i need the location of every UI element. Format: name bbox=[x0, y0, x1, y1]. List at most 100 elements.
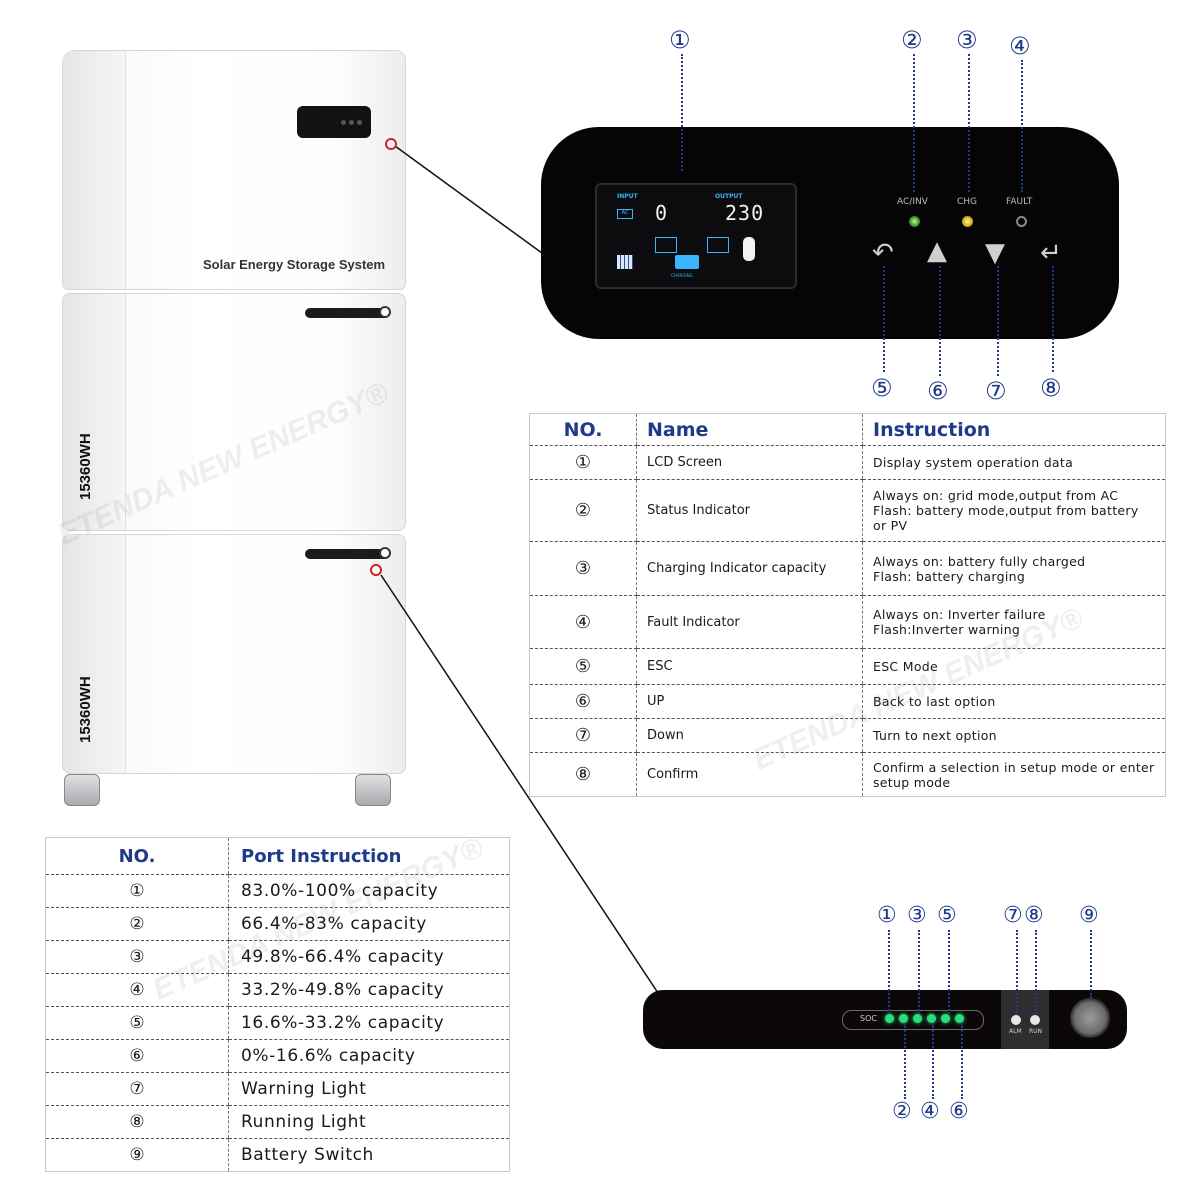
callout-3: ③ bbox=[956, 26, 978, 54]
callout-leader bbox=[1052, 266, 1054, 372]
table-header-row: NO. Port Instruction bbox=[45, 837, 510, 875]
callout-leader bbox=[883, 266, 885, 372]
row-instruction: Back to last option bbox=[862, 684, 1166, 719]
soc-led bbox=[955, 1014, 964, 1023]
table-row: ③ Charging Indicator capacity Always on:… bbox=[529, 541, 1166, 596]
callout-1: ① bbox=[669, 26, 691, 54]
callout-6: ⑥ bbox=[949, 1099, 969, 1124]
callout-5: ⑤ bbox=[871, 374, 893, 402]
row-no: ④ bbox=[529, 595, 637, 649]
callout-6: ⑥ bbox=[927, 377, 949, 405]
row-name: Confirm bbox=[636, 752, 863, 797]
row-no: ⑤ bbox=[45, 1006, 229, 1040]
chg-led bbox=[962, 216, 973, 227]
table-row: ④ Fault Indicator Always on: Inverter fa… bbox=[529, 595, 1166, 649]
callout-7: ⑦ bbox=[985, 377, 1007, 405]
row-no: ⑥ bbox=[529, 684, 637, 719]
row-no: ⑦ bbox=[45, 1072, 229, 1106]
callout-2: ② bbox=[901, 26, 923, 54]
lcd-output-label: OUTPUT bbox=[715, 193, 743, 200]
col-instruction: Instruction bbox=[862, 413, 1166, 446]
battery-switch-button[interactable] bbox=[1070, 998, 1110, 1038]
chg-label: CHG bbox=[957, 197, 978, 207]
callout-leader bbox=[1090, 930, 1092, 998]
row-no: ⑨ bbox=[129, 1145, 145, 1165]
callout-8: ⑧ bbox=[1040, 374, 1062, 402]
table-row: ① LCD Screen Display system operation da… bbox=[529, 445, 1166, 480]
lcd-input-label: INPUT bbox=[617, 193, 638, 200]
row-name: Status Indicator bbox=[636, 479, 863, 542]
table-row: ⑧ Confirm Confirm a selection in setup m… bbox=[530, 752, 1166, 797]
inverter-icon bbox=[707, 237, 729, 253]
confirm-button[interactable]: ↵ bbox=[1040, 238, 1062, 268]
solar-panel-icon bbox=[617, 255, 633, 269]
row-name: Fault Indicator bbox=[636, 595, 863, 649]
row-text: 16.6%-33.2% capacity bbox=[228, 1006, 510, 1040]
battery-icon bbox=[675, 255, 699, 269]
row-no: ① bbox=[529, 445, 637, 480]
callout-leader bbox=[888, 930, 890, 1014]
table-header-row: NO. Name Instruction bbox=[529, 413, 1166, 446]
row-instruction: Always on: battery fully charged Flash: … bbox=[862, 541, 1166, 596]
callout-1: ① bbox=[877, 903, 897, 928]
row-no: ⑤ bbox=[529, 648, 637, 685]
row-text: 33.2%-49.8% capacity bbox=[228, 973, 510, 1007]
cabinet-edge bbox=[63, 294, 126, 530]
soc-led bbox=[899, 1014, 908, 1023]
ac-inv-label: AC/INV bbox=[897, 197, 928, 207]
row-text: 0%-16.6% capacity bbox=[228, 1039, 510, 1073]
row-text: Running Light bbox=[228, 1105, 510, 1139]
callout-5: ⑤ bbox=[937, 903, 957, 928]
row-no: ⑧ bbox=[45, 1105, 229, 1139]
callout-leader bbox=[918, 930, 920, 1014]
row-instruction: Display system operation data bbox=[862, 445, 1166, 480]
cabinet-battery-module-1: 15360WH bbox=[62, 293, 406, 531]
callout-4: ④ bbox=[920, 1099, 940, 1124]
fault-label: FAULT bbox=[1006, 197, 1033, 207]
panel-instruction-table: NO. Name Instruction ① LCD Screen Displa… bbox=[529, 413, 1166, 797]
row-no: ④ bbox=[45, 973, 229, 1007]
soc-led bbox=[941, 1014, 950, 1023]
row-instruction: Always on: Inverter failure Flash:Invert… bbox=[862, 595, 1166, 649]
col-port-instruction: Port Instruction bbox=[228, 837, 510, 875]
row-no: ② bbox=[529, 479, 637, 542]
row-text: 83.0%-100% capacity bbox=[228, 874, 510, 908]
soc-led bbox=[927, 1014, 936, 1023]
soc-led bbox=[913, 1014, 922, 1023]
lcd-charging-text: CHARGING bbox=[671, 273, 693, 278]
callout-leader bbox=[1021, 60, 1023, 192]
row-no: ① bbox=[45, 874, 229, 908]
up-button[interactable]: ▲ bbox=[927, 236, 947, 266]
cabinet-title: Solar Energy Storage System bbox=[203, 257, 386, 272]
row-no: ③ bbox=[45, 940, 229, 974]
down-button[interactable]: ▼ bbox=[985, 238, 1005, 268]
callout-4: ④ bbox=[1009, 32, 1031, 60]
callout-9: ⑨ bbox=[1079, 903, 1099, 928]
callout-leader bbox=[913, 54, 915, 192]
row-instruction: ESC Mode bbox=[862, 648, 1166, 685]
ac-icon: AC bbox=[617, 209, 633, 219]
cabinet-display-window bbox=[297, 106, 371, 138]
row-text: Warning Light bbox=[228, 1072, 510, 1106]
row-instruction: Confirm a selection in setup mode or ent… bbox=[862, 752, 1166, 797]
callout-marker bbox=[370, 564, 382, 576]
cabinet-battery-module-2: 15360WH bbox=[62, 534, 406, 774]
ac-inv-led bbox=[909, 216, 920, 227]
row-name: ESC bbox=[636, 648, 863, 685]
cabinet-edge bbox=[63, 51, 126, 289]
esc-button[interactable]: ↶ bbox=[872, 238, 894, 268]
row-no: ② bbox=[45, 907, 229, 941]
row-text: 66.4%-83% capacity bbox=[228, 907, 510, 941]
callout-7: ⑦ bbox=[1003, 903, 1023, 928]
callout-leader bbox=[1016, 930, 1018, 1014]
row-name: UP bbox=[636, 684, 863, 719]
callout-leader bbox=[681, 54, 683, 171]
row-name: Down bbox=[636, 718, 863, 753]
callout-leader bbox=[948, 930, 950, 1014]
inverter-icon bbox=[655, 237, 677, 253]
